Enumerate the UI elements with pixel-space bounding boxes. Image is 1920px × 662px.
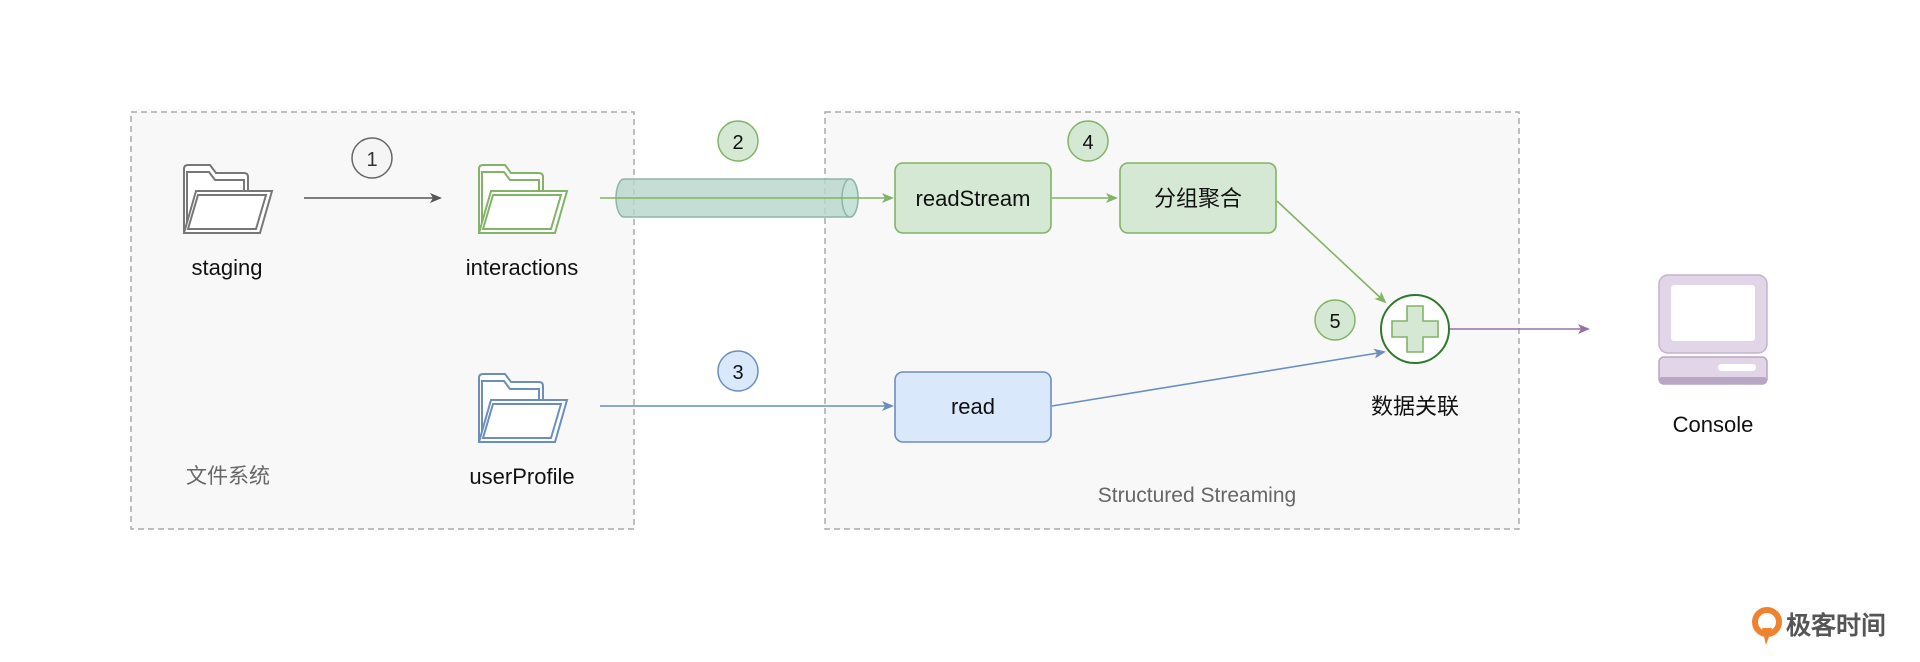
console-label: Console bbox=[1673, 412, 1754, 437]
arrow-group-to-join bbox=[1276, 200, 1387, 304]
step-5-label: 5 bbox=[1329, 311, 1340, 333]
step-2-label: 2 bbox=[732, 132, 743, 154]
step-3-badge: 3 bbox=[717, 350, 759, 392]
interactions-label: interactions bbox=[466, 255, 579, 280]
read-node bbox=[894, 371, 1052, 443]
group-aggregation-label: 分组聚合 bbox=[1154, 186, 1242, 211]
step-1-badge: 1 bbox=[351, 137, 393, 179]
user-profile-label: userProfile bbox=[469, 464, 574, 489]
step-4-badge: 4 bbox=[1067, 120, 1109, 162]
structured-streaming-label: Structured Streaming bbox=[1098, 484, 1296, 507]
read-stream-node bbox=[894, 162, 1052, 234]
step-5-badge: 5 bbox=[1314, 299, 1356, 341]
interactions-folder-icon bbox=[477, 164, 569, 234]
arrow-read-to-join bbox=[1051, 348, 1386, 407]
staging-folder-icon bbox=[182, 164, 274, 234]
console-computer-icon bbox=[1658, 274, 1768, 385]
join-plus-icon bbox=[1380, 294, 1450, 364]
brand-logo: 极客时间 bbox=[1752, 607, 1886, 645]
brand-name: 极客时间 bbox=[1786, 611, 1886, 640]
brand-logo-icon bbox=[1752, 607, 1782, 645]
read-stream-label: readStream bbox=[916, 186, 1031, 211]
step-2-badge: 2 bbox=[717, 120, 759, 162]
read-label: read bbox=[951, 394, 995, 419]
join-label: 数据关联 bbox=[1371, 394, 1459, 419]
file-system-label: 文件系统 bbox=[186, 465, 270, 488]
step-4-label: 4 bbox=[1082, 132, 1093, 154]
step-3-label: 3 bbox=[732, 362, 743, 384]
user-profile-folder-icon bbox=[477, 373, 569, 443]
staging-label: staging bbox=[192, 255, 263, 280]
step-1-label: 1 bbox=[366, 149, 377, 171]
group-aggregation-node bbox=[1119, 162, 1277, 234]
